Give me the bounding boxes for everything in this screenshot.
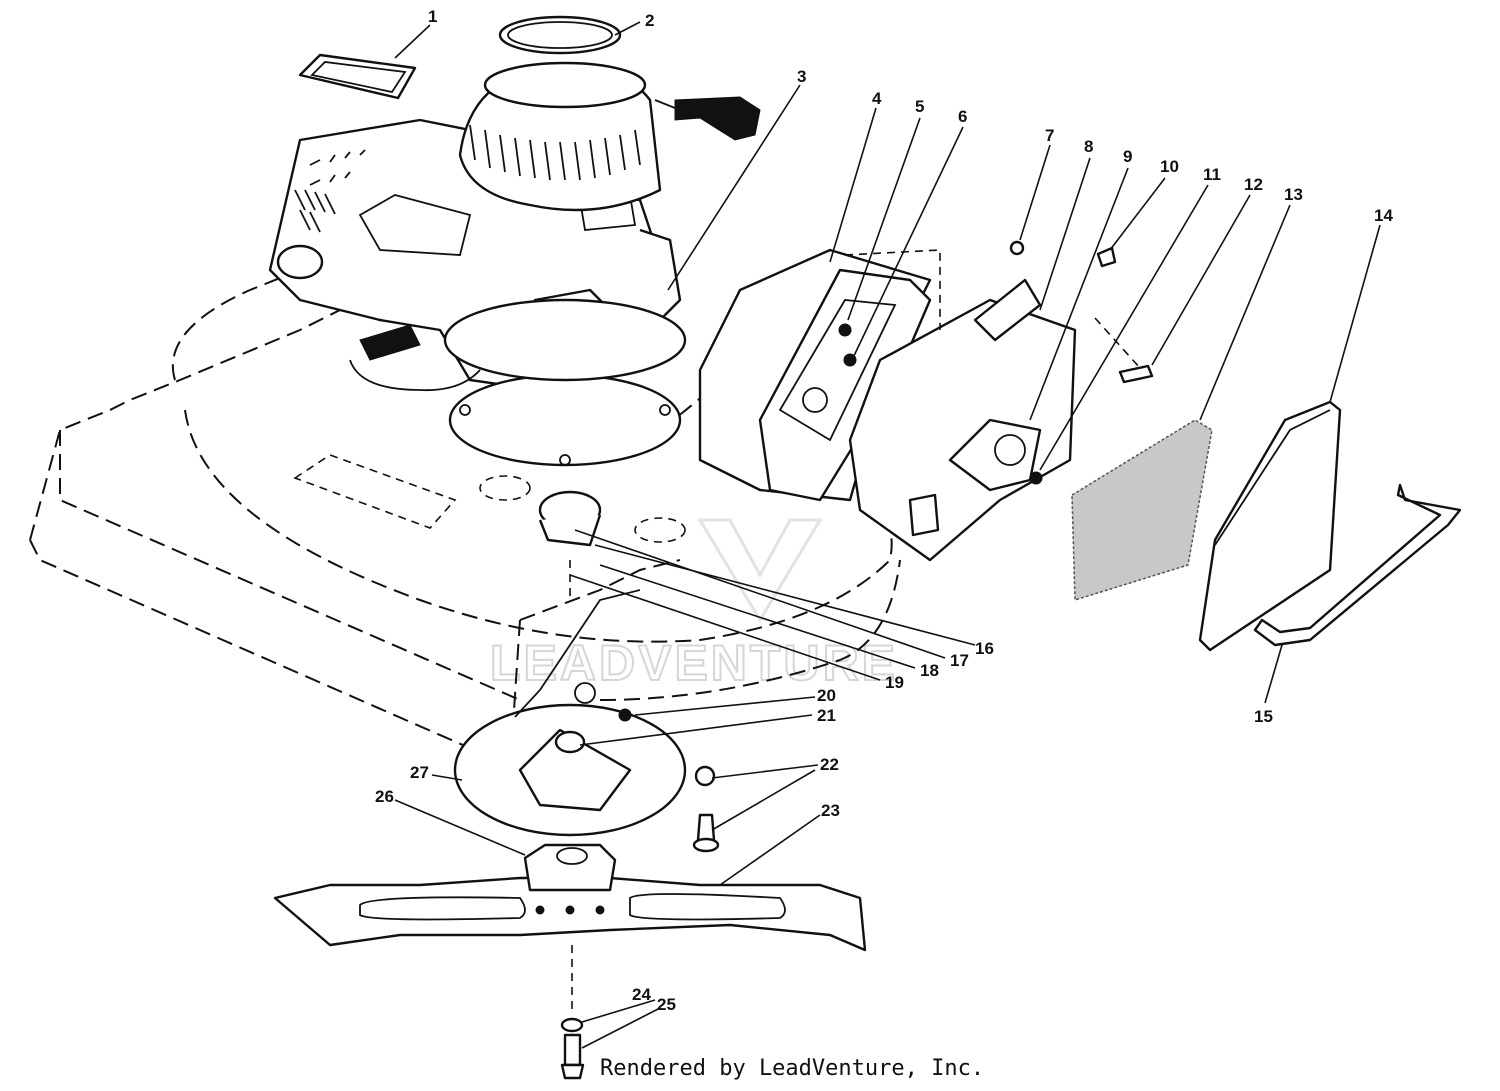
- callout-15: 15: [1254, 707, 1273, 726]
- callout-5: 5: [915, 97, 924, 116]
- engine-assembly: [268, 61, 761, 467]
- callout-19: 19: [885, 673, 904, 692]
- watermark-text: LEADVENTURE: [490, 635, 898, 691]
- mower-blade: [273, 843, 867, 1080]
- air-cleaner-housing: [848, 298, 1077, 562]
- callout-20: 20: [817, 686, 836, 705]
- callout-13: 13: [1284, 185, 1303, 204]
- callout-11: 11: [1203, 165, 1221, 184]
- callout-22: 22: [820, 755, 839, 774]
- callout-14: 14: [1374, 206, 1393, 225]
- callout-18: 18: [920, 661, 939, 680]
- callout-27: 27: [410, 763, 429, 782]
- wire-bail: [1253, 483, 1462, 647]
- callout-7: 7: [1045, 126, 1054, 145]
- callout-16: 16: [975, 639, 994, 658]
- callout-9: 9: [1123, 147, 1132, 166]
- callout-25: 25: [657, 995, 676, 1014]
- credit-text: Rendered by LeadVenture, Inc.: [600, 1056, 985, 1081]
- foam-filter: [1071, 419, 1213, 602]
- callout-6: 6: [958, 107, 967, 126]
- callout-12: 12: [1244, 175, 1263, 194]
- callout-1: 1: [428, 7, 437, 26]
- blade-adapter: [523, 843, 617, 892]
- callout-8: 8: [1084, 137, 1093, 156]
- air-cleaner-cover: [1198, 400, 1342, 652]
- parts-top-left: [298, 15, 622, 100]
- gasket-plate: [298, 53, 417, 100]
- callout-23: 23: [821, 801, 840, 820]
- callout-numbers: 1 2 3 4 5 6 7 8 9 10 11 12 13 14 15 16 1…: [375, 7, 1393, 1014]
- callout-10: 10: [1160, 157, 1179, 176]
- blade-drive: [453, 490, 720, 853]
- callout-26: 26: [375, 787, 394, 806]
- leader-lines: [394, 21, 1381, 1049]
- callout-4: 4: [872, 89, 882, 108]
- fasteners: [1009, 240, 1154, 384]
- callout-24: 24: [632, 985, 651, 1004]
- air-cleaner-assembly: [698, 240, 1154, 562]
- seal-ring: [498, 15, 622, 55]
- callout-17: 17: [950, 651, 969, 670]
- callout-2: 2: [645, 11, 654, 30]
- callout-21: 21: [817, 706, 836, 725]
- callout-3: 3: [797, 67, 806, 86]
